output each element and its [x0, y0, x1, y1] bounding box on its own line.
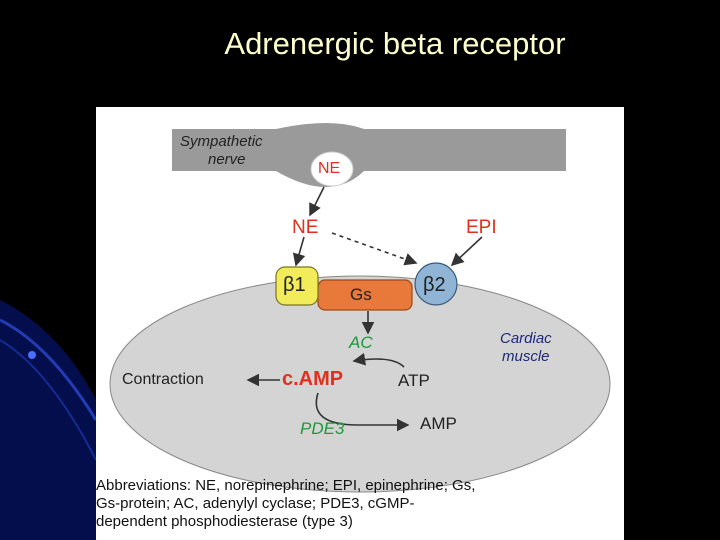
ne-released-label: NE	[292, 217, 319, 238]
gs-label: Gs	[350, 285, 372, 304]
arrow-atp-to-camp	[352, 352, 405, 368]
figure-panel: Sympathetic nerve NE NE EPI β1 Gs β2 AC …	[96, 107, 624, 540]
ne-vesicle	[310, 151, 354, 187]
ne-vesicle-label: NE	[318, 160, 341, 177]
background-swoosh	[0, 300, 98, 540]
abbreviations-line3: dependent phosphodiesterase (type 3)	[96, 513, 353, 530]
cell-label-line1: Cardiac	[500, 330, 552, 347]
slide-title: Adrenergic beta receptor	[224, 26, 566, 61]
arrow-epi-to-beta2	[450, 236, 483, 267]
abbreviations-caption: Abbreviations: NE, norepinephrine; EPI, …	[96, 477, 624, 531]
epi-label: EPI	[466, 217, 497, 238]
atp-label: ATP	[398, 371, 430, 390]
nerve-label-line2: nerve	[208, 151, 246, 168]
ac-label: AC	[349, 333, 373, 352]
nerve-label-line1: Sympathetic	[180, 133, 263, 150]
sympathetic-nerve	[172, 123, 566, 187]
dashed-ne-to-beta2	[331, 232, 418, 266]
pathway-diagram	[109, 123, 611, 493]
amp-label: AMP	[420, 414, 457, 433]
cell-label-line2: muscle	[502, 348, 550, 365]
arrow-vesicle-to-ne	[309, 186, 325, 217]
beta1-label: β1	[283, 274, 306, 296]
arrow-camp-to-amp	[315, 392, 410, 432]
pde3-label: PDE3	[300, 419, 345, 438]
cardiac-muscle-cell	[109, 275, 611, 493]
abbreviations-line1: Abbreviations: NE, norepinephrine; EPI, …	[96, 477, 476, 494]
camp-label: c.AMP	[282, 368, 344, 390]
contraction-label: Contraction	[122, 371, 204, 388]
bullet-dot	[28, 351, 36, 359]
beta1-receptor	[275, 266, 319, 306]
arrow-ne-to-beta1	[292, 236, 306, 267]
beta2-receptor	[414, 262, 458, 306]
beta2-label: β2	[423, 274, 446, 296]
abbreviations-line2: Gs-protein; AC, adenylyl cyclase; PDE3, …	[96, 495, 415, 512]
